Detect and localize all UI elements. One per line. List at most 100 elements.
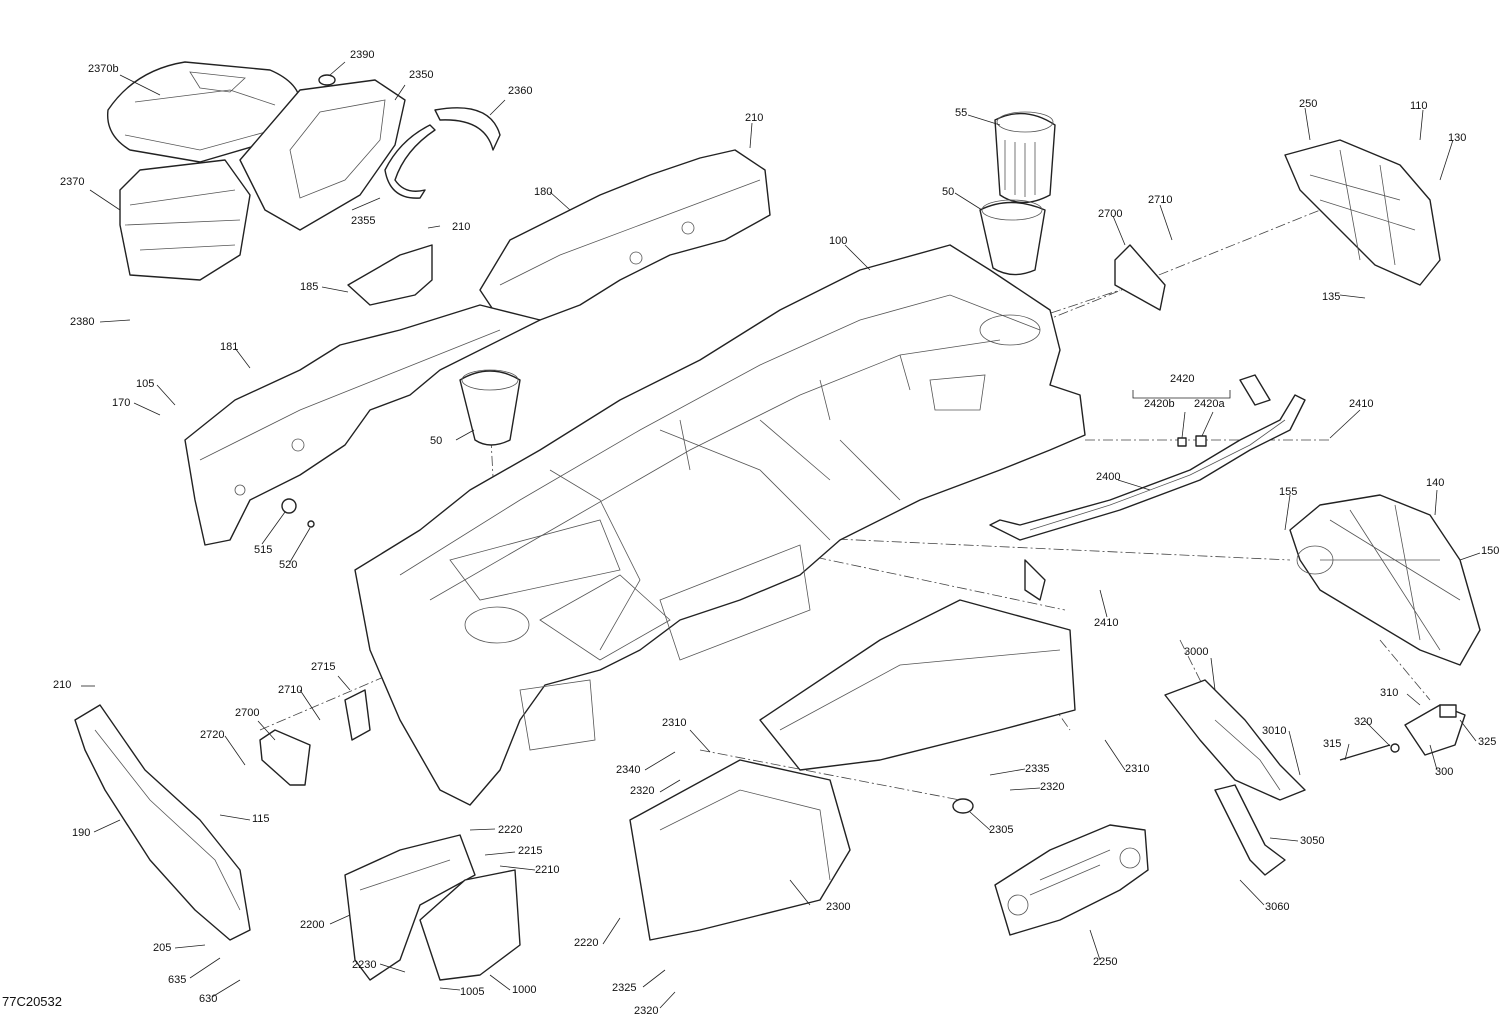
callout-2380: 2380 [70,316,95,328]
part-2200-panel [344,834,476,981]
callout-110: 110 [1410,100,1428,112]
callout-3050: 3050 [1300,835,1325,847]
callout-2355: 2355 [351,215,376,227]
part-515-washer [281,498,297,514]
callout-115: 115 [252,813,270,825]
callout-2420b: 2420b [1144,398,1175,410]
callout-2325: 2325 [612,982,637,994]
callout-105: 105 [136,378,155,390]
part-2350-frame [239,79,406,231]
callout-2305: 2305 [989,824,1014,836]
part-50-cup-left [459,369,521,446]
callout-2215: 2215 [518,845,543,857]
part-1000-panel [419,869,521,981]
part-250-side-panel [1284,139,1441,286]
callout-2210: 2210 [535,864,560,876]
part-2305-plug [952,798,974,814]
part-55-cup-insert [994,111,1056,204]
part-2700-bracket-right [1114,244,1166,311]
callout-2420: 2420 [1170,373,1195,385]
part-50-cup-upper [979,199,1046,276]
callout-1000: 1000 [512,984,537,996]
callout-180: 180 [534,186,553,198]
callout-2410-lower: 2410 [1094,617,1119,629]
callout-2220-left: 2220 [498,824,523,836]
part-100-dashboard [354,244,1086,806]
callout-190: 190 [72,827,91,839]
callout-50-left: 50 [430,435,443,447]
callout-2420-bracket [1132,390,1231,399]
part-315-bolt [1339,744,1391,761]
part-300-bracket [1404,704,1466,756]
callout-140: 140 [1426,477,1445,489]
callout-150: 150 [1481,545,1500,557]
callout-2320-c: 2320 [634,1005,659,1017]
part-2400-harness [989,374,1306,601]
callout-2370: 2370 [60,176,85,188]
callout-1005: 1005 [460,986,485,998]
callout-300: 300 [1435,766,1454,778]
callout-155: 155 [1279,486,1298,498]
callout-2390: 2390 [350,49,375,61]
callout-3060: 3060 [1265,901,1290,913]
callout-2715: 2715 [311,661,336,673]
callout-181: 181 [220,341,239,353]
callout-325: 325 [1478,736,1497,748]
part-185-bracket [347,244,433,306]
callout-2700-left: 2700 [235,707,260,719]
callout-2420a: 2420a [1194,398,1225,410]
part-320-washer [1390,743,1400,753]
part-3050-bracket [1214,784,1286,876]
part-2420a-clip [1195,435,1207,447]
callout-100: 100 [829,235,848,247]
callout-130: 130 [1448,132,1467,144]
part-2355-clip [384,124,436,199]
part-2715-plate [344,689,371,741]
callout-320: 320 [1354,716,1373,728]
callout-2300: 2300 [826,901,851,913]
callout-2310-left: 2310 [662,717,687,729]
callout-2400: 2400 [1096,471,1121,483]
callout-250: 250 [1299,98,1318,110]
part-support-frame [184,304,541,546]
part-2390-grommet [318,74,336,86]
callout-170: 170 [112,397,131,409]
part-2370b-cover [106,61,302,163]
callout-185: 185 [300,281,319,293]
callout-2720: 2720 [200,729,225,741]
callout-2350: 2350 [409,69,434,81]
callout-2710-left: 2710 [278,684,303,696]
callout-55: 55 [955,107,968,119]
callout-2370b: 2370b [88,63,119,75]
callout-2320-a: 2320 [630,785,655,797]
part-150-side-panel [1289,494,1481,666]
callout-50-upper: 50 [942,186,955,198]
part-520-screw [307,520,315,528]
part-180-support [479,149,771,321]
part-2250-bezel [994,824,1149,936]
callout-2710-right: 2710 [1148,194,1173,206]
callout-2410-upper: 2410 [1349,398,1374,410]
callout-310: 310 [1380,687,1399,699]
part-190-side-panel [74,704,251,941]
callout-2250: 2250 [1093,956,1118,968]
callout-635: 635 [168,974,187,986]
callout-2320-b: 2320 [1040,781,1065,793]
callout-210-left: 210 [53,679,72,691]
callout-2310-right: 2310 [1125,763,1150,775]
part-2300-glove-box [629,599,1076,941]
part-3000-panel [1164,679,1306,801]
callout-2230: 2230 [352,959,377,971]
callout-2340: 2340 [616,764,641,776]
callout-2360: 2360 [508,85,533,97]
callout-630: 630 [199,993,218,1005]
callout-2220-lower: 2220 [574,937,599,949]
callout-2200: 2200 [300,919,325,931]
callout-leaders [81,61,1481,1009]
callout-3010: 3010 [1262,725,1287,737]
part-2360-clip [434,107,501,151]
callout-3000: 3000 [1184,646,1209,658]
callout-210-b: 210 [452,221,471,233]
